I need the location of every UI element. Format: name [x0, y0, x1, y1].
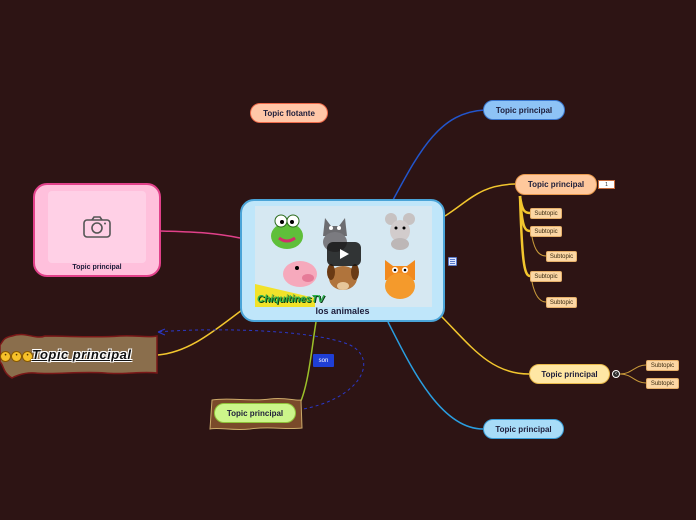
animals-illustration [255, 206, 432, 307]
relationship-label[interactable]: son [313, 354, 334, 367]
smiley-icon: • [0, 351, 11, 362]
central-topic-label: los animales [315, 306, 370, 316]
image-topic-label: Topic principal [72, 264, 122, 271]
relationship-text: son [318, 357, 329, 364]
branch-photo [159, 230, 241, 239]
sub-branch-6 [619, 364, 647, 375]
comment-icon[interactable]: 1 [598, 180, 615, 189]
topic-blue-top[interactable]: Topic principal [483, 100, 565, 120]
sub-branch-4 [531, 236, 547, 257]
play-icon [340, 249, 349, 259]
subtopic-label: Subtopic [534, 210, 558, 217]
relationship-line [157, 329, 365, 411]
floating-topic[interactable]: Topic flotante [250, 103, 328, 123]
video-thumbnail[interactable]: ChiquitinesTV [255, 206, 432, 307]
subtopic-label: Subtopic [534, 228, 558, 235]
wavy-topic-label[interactable]: Topic principal [32, 347, 132, 362]
image-placeholder [48, 191, 146, 263]
branch-bottom-blue [387, 321, 484, 430]
subtopic-label: Subtopic [534, 273, 558, 280]
wavy-topic-shape [0, 333, 158, 379]
smiley-icon: • [22, 351, 33, 362]
topic-orange[interactable]: Topic principal [515, 174, 597, 195]
topic-blue-bottom-label: Topic principal [495, 424, 552, 434]
sub-branch-7 [619, 373, 647, 384]
branch-wavy [157, 309, 243, 356]
subtopic[interactable]: Subtopic [646, 360, 679, 371]
topic-yellow[interactable]: Topic principal [529, 364, 610, 384]
sub-branch-3 [518, 195, 531, 278]
subtopic-label: Subtopic [650, 362, 675, 369]
note-icon[interactable] [448, 257, 457, 266]
branch-top-blue [392, 109, 486, 201]
play-button[interactable] [327, 242, 361, 266]
subtopic-label: Subtopic [650, 380, 675, 387]
branch-orange [444, 183, 516, 217]
subtopic-label: Subtopic [549, 253, 574, 260]
subtopic[interactable]: Subtopic [530, 271, 562, 282]
subtopic[interactable]: Subtopic [546, 297, 577, 308]
comment-count: 1 [605, 181, 608, 188]
subtopic-label: Subtopic [549, 299, 574, 306]
video-brand-logo: ChiquitinesTV [257, 294, 325, 305]
central-topic[interactable]: ChiquitinesTV los animales [240, 199, 445, 322]
subtopic[interactable]: Subtopic [530, 226, 562, 237]
topic-blue-top-label: Topic principal [495, 105, 553, 115]
topic-green-label: Topic principal [226, 408, 284, 418]
relationship-arrow [157, 328, 166, 336]
image-topic[interactable]: Topic principal [33, 183, 161, 277]
sub-branch-5 [531, 281, 547, 303]
subtopic[interactable]: Subtopic [546, 251, 577, 262]
topic-orange-label: Topic principal [527, 180, 585, 189]
topic-green[interactable]: Topic principal [214, 403, 296, 423]
branch-yellow [439, 314, 530, 375]
emoji-group: ••• [0, 351, 33, 362]
floating-topic-label: Topic flotante [263, 108, 315, 118]
subtopic[interactable]: Subtopic [646, 378, 679, 389]
camera-icon [83, 216, 111, 238]
smiley-icon: • [11, 351, 22, 362]
topic-yellow-label: Topic principal [541, 369, 598, 379]
subtopic[interactable]: Subtopic [530, 208, 562, 219]
collapse-toggle-icon[interactable]: ‹ [612, 370, 620, 378]
topic-blue-bottom[interactable]: Topic principal [483, 419, 564, 439]
